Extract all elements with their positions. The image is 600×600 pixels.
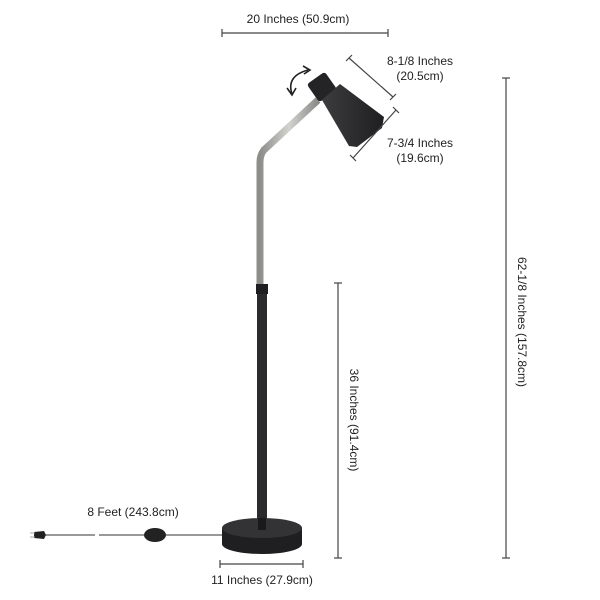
shade-diameter-inches: 7-3/4 Inches <box>387 136 453 150</box>
lower-pole-dimension <box>334 282 342 559</box>
plug-icon <box>34 531 46 539</box>
arm-reach-label: 20 Inches (50.9cm) <box>247 12 350 26</box>
base-diameter-label: 11 Inches (27.9cm) <box>211 573 313 587</box>
lamp-pole <box>257 284 267 524</box>
lamp-base <box>222 518 302 554</box>
shade-length-inches: 8-1/8 Inches <box>387 54 453 68</box>
lamp-shade <box>307 72 384 147</box>
shade-length-cm: (20.5cm) <box>396 69 443 83</box>
foot-switch <box>144 528 166 542</box>
rotation-arrow-icon <box>286 65 312 97</box>
shade-diameter-cm: (19.6cm) <box>396 151 443 165</box>
total-height-label: 62-1/8 Inches (157.8cm) <box>515 257 529 387</box>
lower-pole-label: 36 Inches (91.4cm) <box>347 369 361 472</box>
pole-collar <box>256 284 268 294</box>
shade-diameter-dimension <box>349 106 400 162</box>
shade-length-dimension <box>345 54 397 101</box>
arm-reach-dimension <box>221 29 389 37</box>
base-diameter-dimension <box>219 560 304 568</box>
cord-length-label: 8 Feet (243.8cm) <box>87 505 178 519</box>
total-height-dimension <box>502 77 510 559</box>
power-cord <box>30 528 225 542</box>
lamp-arm <box>256 97 321 286</box>
